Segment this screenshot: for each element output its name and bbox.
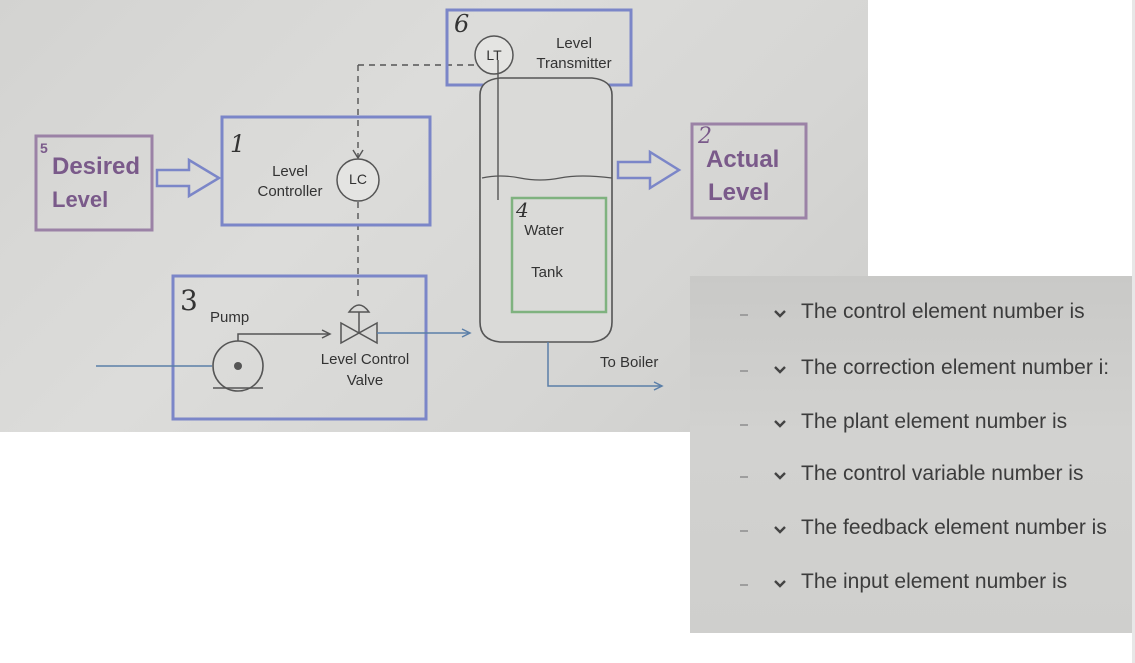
- chevron-down-icon[interactable]: [772, 306, 788, 322]
- answer-blank: [740, 424, 748, 426]
- page-edge: [1132, 0, 1135, 663]
- answer-blank: [740, 476, 748, 478]
- pump-group-number: 3: [180, 284, 198, 317]
- question-row-control-variable[interactable]: The control variable number is: [690, 462, 1132, 502]
- actual-level-box: [690, 122, 808, 220]
- level-transmitter-label-line2: Transmitter: [536, 55, 612, 72]
- water-tank-label-line1: Water: [524, 222, 564, 239]
- pump-outlet-pipe: [237, 333, 330, 341]
- pump-label: Pump: [210, 309, 250, 326]
- question-text: The input element number is: [801, 570, 1068, 593]
- answer-blank: [740, 530, 748, 532]
- water-tank-box: [510, 196, 608, 314]
- chevron-down-icon[interactable]: [772, 416, 788, 432]
- level-controller-box: [220, 115, 432, 227]
- diagram-drawing: [34, 8, 808, 421]
- pump-center: [234, 362, 242, 370]
- desired-level-label-line1: Desired: [52, 153, 141, 180]
- water-tank-number: 4: [516, 198, 529, 222]
- desired-level-box: [34, 134, 154, 232]
- valve-label-line2: Valve: [346, 372, 384, 389]
- to-boiler-label: To Boiler: [600, 354, 659, 371]
- pump-outlet-arrow: [321, 329, 332, 339]
- question-text: The correction element number i:: [801, 356, 1110, 379]
- question-row-control-element[interactable]: The control element number is: [690, 300, 1132, 340]
- level-transmitter-number: 6: [454, 10, 470, 38]
- question-text: The control element number is: [801, 300, 1085, 323]
- question-text: The feedback element number is: [801, 516, 1107, 539]
- desired-to-controller-arrow: [155, 157, 222, 199]
- process-diagram: 5 Desired Level 1 Level Controller LC 6 …: [0, 0, 868, 432]
- lc-circle: [336, 158, 380, 202]
- valve-label-line1: Level Control: [320, 351, 410, 368]
- question-row-correction-element[interactable]: The correction element number i:: [690, 356, 1132, 396]
- answer-blank: [740, 314, 748, 316]
- lt-tag: LT: [486, 47, 502, 63]
- actual-level-label-line1: Actual: [706, 146, 780, 173]
- tank-vessel: [479, 77, 613, 343]
- question-row-plant-element[interactable]: The plant element number is: [690, 410, 1132, 450]
- level-controller-label-line1: Level: [272, 163, 308, 180]
- desired-level-number: 5: [40, 140, 48, 156]
- question-row-feedback-element[interactable]: The feedback element number is: [690, 516, 1132, 556]
- boiler-outlet-pipe: [547, 342, 662, 387]
- water-tank-label-line2: Tank: [531, 264, 563, 281]
- lt-circle: [474, 35, 514, 75]
- answer-blank: [740, 370, 748, 372]
- valve-actuator: [347, 304, 371, 313]
- question-row-input-element[interactable]: The input element number is: [690, 570, 1132, 610]
- desired-level-label-line2: Level: [52, 187, 109, 212]
- chevron-down-icon[interactable]: [772, 576, 788, 592]
- question-text: The plant element number is: [801, 410, 1068, 433]
- lc-arrowhead: [352, 149, 364, 160]
- lc-tag: LC: [349, 171, 367, 187]
- signal-lines: [357, 64, 478, 300]
- chevron-down-icon[interactable]: [772, 468, 788, 484]
- level-controller-number: 1: [230, 130, 246, 158]
- pump-group-box: [171, 274, 428, 421]
- answer-blank: [740, 584, 748, 586]
- chevron-down-icon[interactable]: [772, 522, 788, 538]
- water-surface-line: [481, 175, 613, 181]
- questions-panel: The control element number is The correc…: [690, 276, 1132, 633]
- level-transmitter-label-line1: Level: [556, 35, 592, 52]
- valve-to-tank-arrow: [461, 328, 472, 338]
- level-controller-label-line2: Controller: [257, 183, 323, 200]
- tank-to-actual-arrow: [616, 149, 682, 191]
- chevron-down-icon[interactable]: [772, 362, 788, 378]
- actual-level-number: 2: [698, 124, 712, 149]
- boiler-outlet-arrow: [653, 381, 664, 391]
- actual-level-label-line2: Level: [708, 179, 770, 206]
- question-text: The control variable number is: [801, 462, 1084, 485]
